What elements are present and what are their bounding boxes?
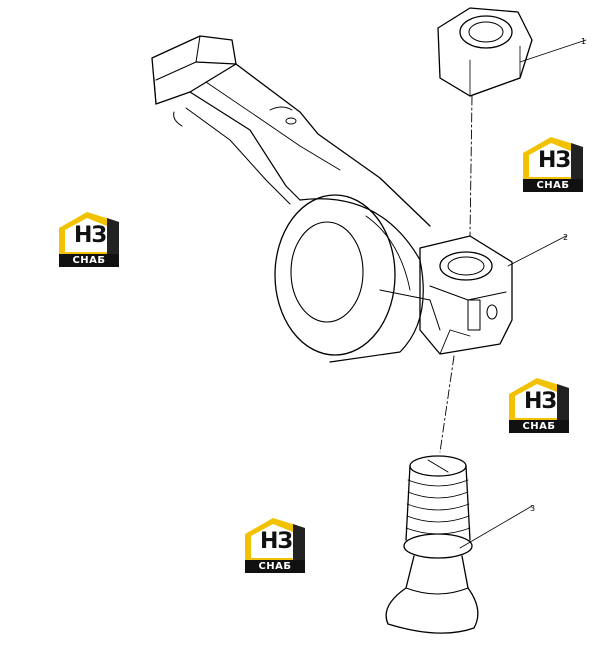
leader-line-3: [459, 505, 533, 549]
house-logo-icon: [59, 212, 119, 254]
assembly-axis-line: [439, 95, 473, 453]
logo-letters: НЗ: [523, 389, 557, 414]
watermark-logo: НЗ СНАБ: [243, 516, 309, 576]
house-logo-icon: [245, 518, 305, 560]
logo-letters: НЗ: [537, 148, 571, 173]
logo-band-text: СНАБ: [59, 254, 119, 267]
leader-line-1: [519, 39, 587, 63]
logo-letters: НЗ: [73, 223, 107, 248]
leader-line-2: [507, 235, 567, 267]
adjusting-screw-part: [385, 455, 479, 634]
callout-1: 1: [581, 37, 586, 46]
house-logo-icon: [509, 378, 569, 420]
watermark-logo: НЗ СНАБ: [521, 135, 587, 195]
rocker-arm-part: [151, 35, 513, 363]
house-logo-icon: [523, 137, 583, 179]
callout-3: 3: [530, 504, 535, 513]
logo-band-text: СНАБ: [523, 179, 583, 192]
logo-letters: НЗ: [259, 529, 293, 554]
watermark-logo: НЗ СНАБ: [57, 210, 123, 270]
watermark-logo: НЗ СНАБ: [507, 376, 573, 436]
logo-band-text: СНАБ: [509, 420, 569, 433]
logo-band-text: СНАБ: [245, 560, 305, 573]
callout-2: 2: [563, 233, 568, 242]
hex-nut-part: [437, 7, 533, 97]
